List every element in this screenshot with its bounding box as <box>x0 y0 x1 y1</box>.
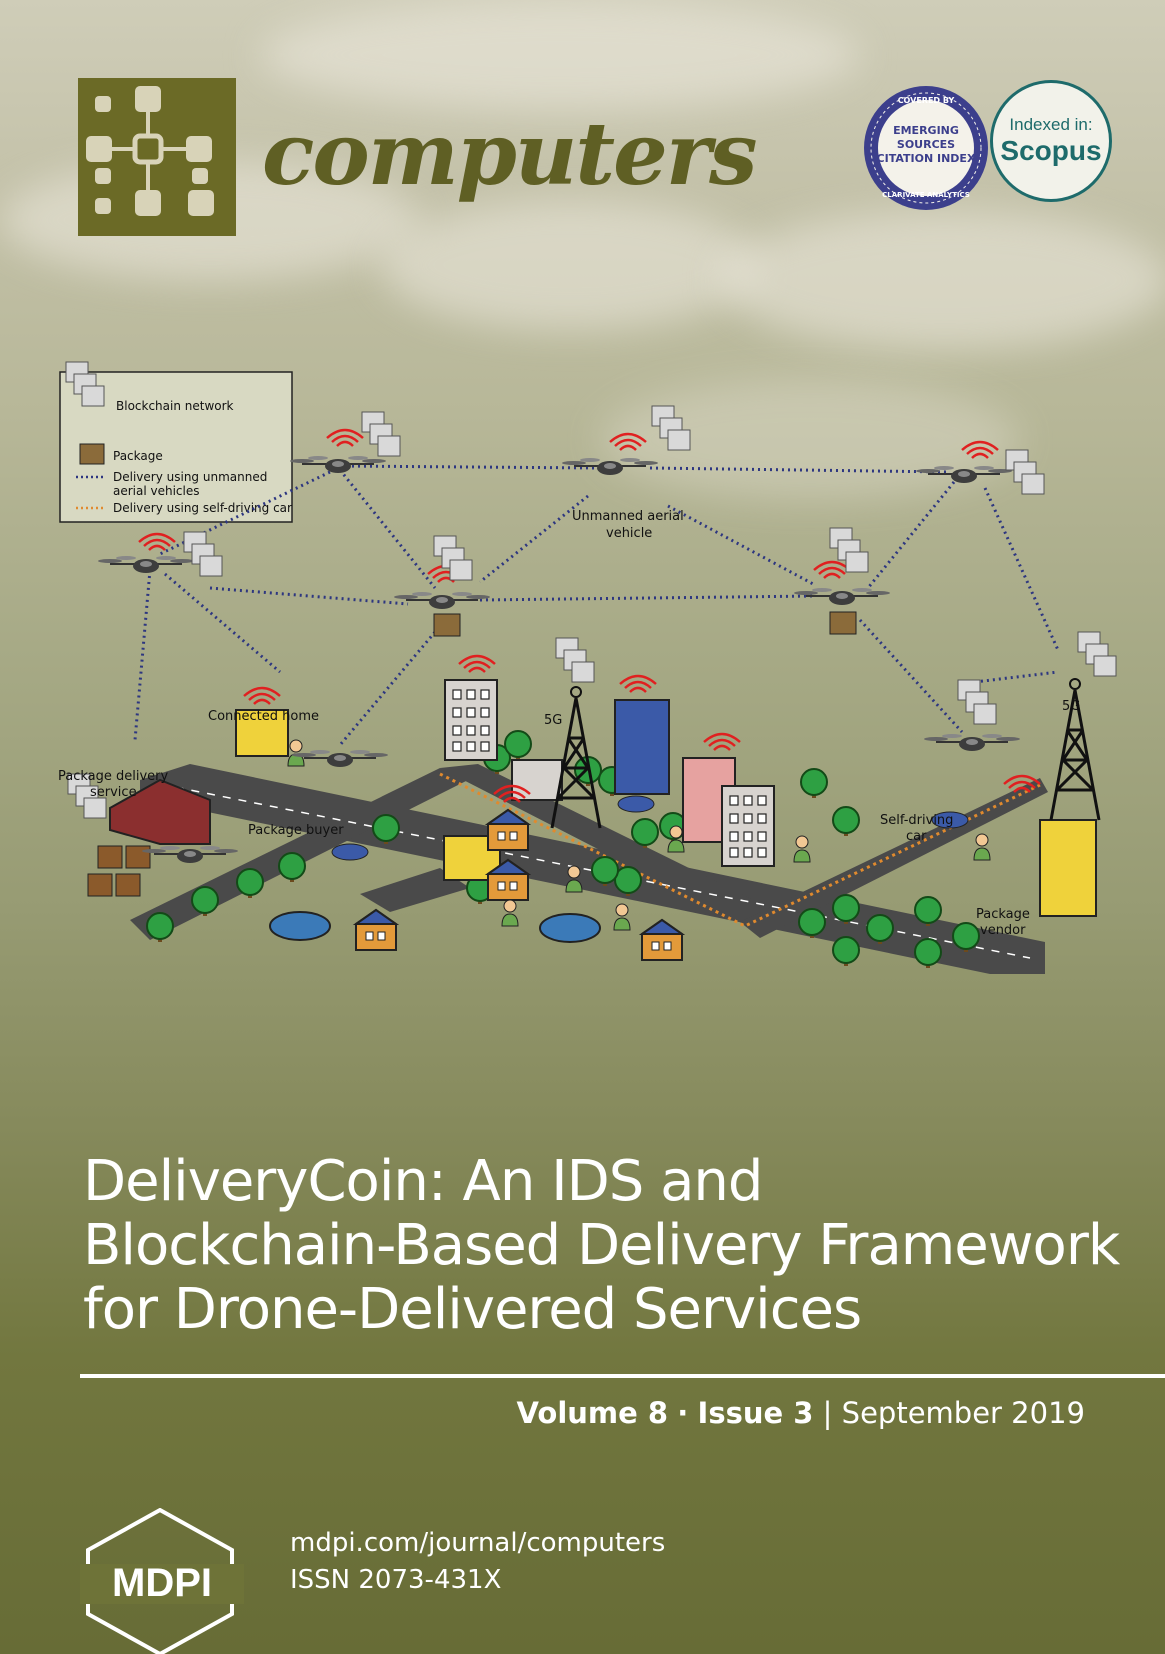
uav-label-2: vehicle <box>606 526 652 541</box>
publisher-logo: MDPI <box>80 1507 244 1654</box>
package-buyer-icon <box>287 739 305 767</box>
legend-package-icon <box>79 443 105 465</box>
scopus-label: Scopus <box>1000 135 1102 166</box>
journal-logo <box>78 78 236 236</box>
drone-icon <box>793 587 891 606</box>
legend-car: Delivery using self-driving car <box>113 501 292 515</box>
divider-rule <box>80 1374 1165 1378</box>
esci-badge: COVERED BY EMERGING SOURCES CITATION IND… <box>862 84 990 212</box>
diagram-legend: Blockchain network Package Delivery usin… <box>59 361 293 523</box>
car-icon <box>617 795 655 813</box>
blue-building <box>614 699 670 795</box>
issue-info: Volume 8 · Issue 3 | September 2019 <box>517 1396 1085 1430</box>
legend-uav-1: Delivery using unmanned <box>113 470 267 484</box>
vendor-label-2: vendor <box>980 923 1026 938</box>
cloud <box>260 0 860 110</box>
car-icon <box>331 843 369 861</box>
grey-building <box>721 785 775 867</box>
scopus-badge: Indexed in: Scopus <box>990 80 1112 202</box>
esci-bottom-text: CLARIVATE ANALYTICS <box>882 191 970 199</box>
roads <box>130 764 1048 974</box>
esci-top-text: COVERED BY <box>897 96 955 105</box>
city-buildings <box>87 677 1101 961</box>
drone-icon <box>561 457 659 476</box>
date-divider: | <box>822 1396 833 1430</box>
publisher-name: MDPI <box>112 1561 212 1605</box>
delivery-service-label-1: Package delivery <box>58 769 169 784</box>
delivery-service-label-2: service <box>90 785 137 800</box>
esci-line3: CITATION INDEX <box>876 152 976 165</box>
legend-blockchain: Blockchain network <box>116 399 234 413</box>
self-driving-car-icon <box>931 811 969 829</box>
volume-label: Volume 8 <box>516 1396 669 1430</box>
esci-seal-icon <box>864 86 988 210</box>
package-buyer-label: Package buyer <box>248 823 344 838</box>
cloud <box>380 200 760 330</box>
delivery-warehouse <box>109 778 211 845</box>
package-stack <box>87 845 151 897</box>
journal-logo-icon <box>86 86 214 216</box>
5g-label: 5G <box>544 713 562 728</box>
scopus-indexed-label: Indexed in: <box>1009 115 1093 134</box>
legend-uav-2: aerial vehicles <box>113 484 200 498</box>
issue-separator: · <box>677 1396 689 1430</box>
title-line-2: Blockchain-Based Delivery Framework <box>83 1213 1120 1278</box>
title-line-1: DeliveryCoin: An IDS and <box>83 1149 763 1214</box>
article-title: DeliveryCoin: An IDS and Blockchain-Base… <box>83 1150 1123 1342</box>
self-driving-label-1: Self-driving <box>880 813 953 828</box>
drone-icon <box>393 591 491 610</box>
office-building <box>444 679 498 761</box>
uav-label-1: Unmanned aerial <box>572 509 684 524</box>
journal-url[interactable]: mdpi.com/journal/computers <box>290 1528 666 1558</box>
title-line-3: for Drone-Delivered Services <box>83 1277 862 1342</box>
self-driving-label-2: car <box>906 829 927 844</box>
drone-icon <box>289 455 387 474</box>
issue-date: September 2019 <box>841 1396 1085 1430</box>
5g-label: 5G <box>1062 699 1080 714</box>
vendor-label-1: Package <box>976 907 1030 922</box>
fountain <box>539 913 601 943</box>
drone-icon <box>915 465 1013 484</box>
fountain <box>269 911 331 941</box>
journal-name: computers <box>262 104 758 205</box>
issue-label: Issue 3 <box>697 1396 814 1430</box>
delivery-framework-diagram: Blockchain network Package Delivery usin… <box>58 361 1117 974</box>
issn: ISSN 2073-431X <box>290 1565 502 1595</box>
legend-package: Package <box>113 449 163 463</box>
drone-icon <box>97 555 195 574</box>
mdpi-hexagon-icon: MDPI <box>80 1507 244 1654</box>
cloud <box>720 210 1165 350</box>
package-vendor-icon <box>973 833 991 861</box>
yellow-building <box>1039 819 1097 917</box>
esci-line1: EMERGING <box>893 124 959 137</box>
connected-home-label: Connected home <box>208 709 319 724</box>
esci-line2: SOURCES <box>896 138 956 151</box>
connected-home-icon <box>235 709 289 757</box>
drones <box>97 455 1021 864</box>
